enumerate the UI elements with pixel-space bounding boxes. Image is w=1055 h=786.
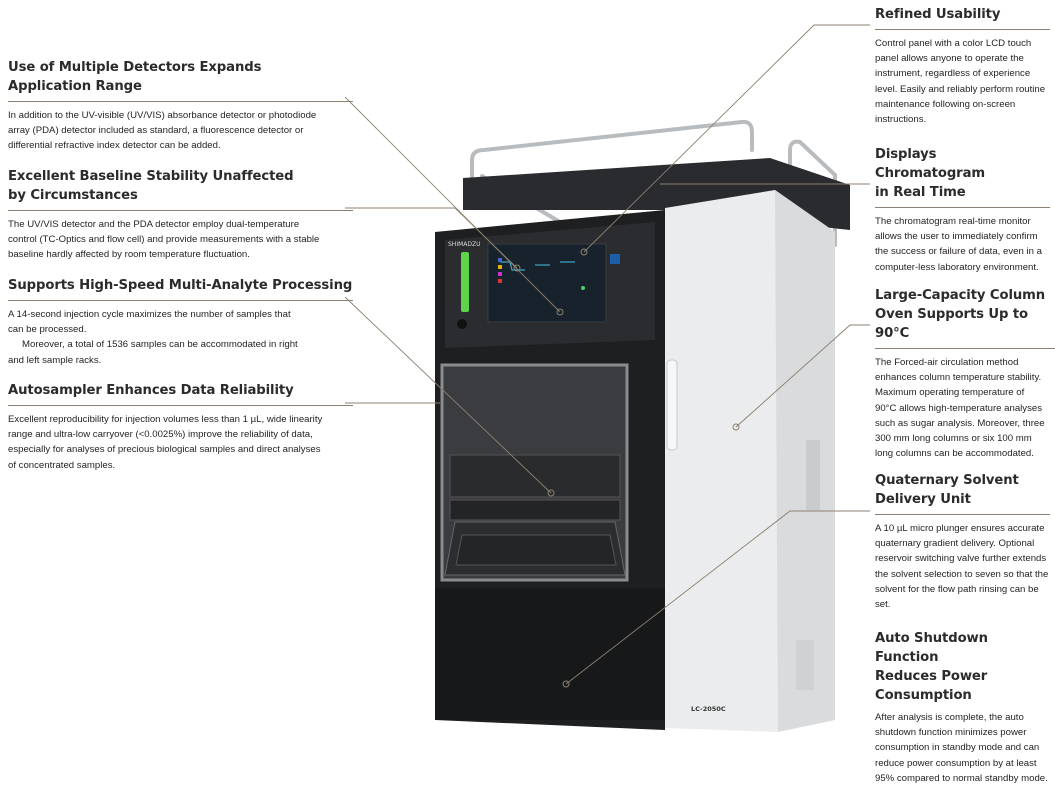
feature-body: A 14-second injection cycle maximizes th…: [8, 309, 291, 336]
feature-body: After analysis is complete, the auto shu…: [875, 712, 1048, 784]
lcd-touch-screen: [487, 243, 607, 323]
feature-high-speed: Supports High-Speed Multi-Analyte Proces…: [8, 276, 353, 368]
divider: [875, 348, 1055, 349]
divider: [875, 207, 1050, 208]
feature-body: The chromatogram real-time monitor allow…: [875, 216, 1042, 273]
divider: [8, 405, 353, 406]
feature-autosampler: Autosampler Enhances Data Reliability Ex…: [8, 381, 353, 473]
leader-dots: [513, 248, 740, 688]
feature-body: Moreover, a total of 1536 samples can be…: [8, 339, 298, 366]
status-led: [461, 252, 469, 312]
divider: [875, 514, 1050, 515]
solvent-delivery-unit: [435, 588, 665, 720]
feature-refined-usability: Refined Usability Control panel with a c…: [875, 5, 1050, 127]
feature-body: The UV/VIS detector and the PDA detector…: [8, 219, 320, 261]
divider: [8, 101, 353, 102]
feature-title: Supports High-Speed Multi-Analyte Proces…: [8, 278, 353, 293]
feature-body: Control panel with a color LCD touch pan…: [875, 38, 1046, 126]
feature-title: Autosampler Enhances Data Reliability: [8, 383, 294, 398]
feature-body: A 10 µL micro plunger ensures accurate q…: [875, 523, 1049, 611]
brand-logo: SHIMADZU: [448, 241, 481, 248]
divider: [8, 210, 353, 211]
feature-title: Refined Usability: [875, 7, 1001, 22]
feature-body: In addition to the UV-visible (UV/VIS) a…: [8, 110, 317, 152]
divider: [8, 300, 353, 301]
model-label: LC-2050C: [691, 705, 726, 713]
divider: [875, 29, 1050, 30]
feature-body: The Forced-air circulation method enhanc…: [875, 357, 1045, 460]
leader-lines: [344, 24, 870, 685]
power-button: [457, 319, 467, 329]
feature-body: Excellent reproducibility for injection …: [8, 414, 323, 471]
